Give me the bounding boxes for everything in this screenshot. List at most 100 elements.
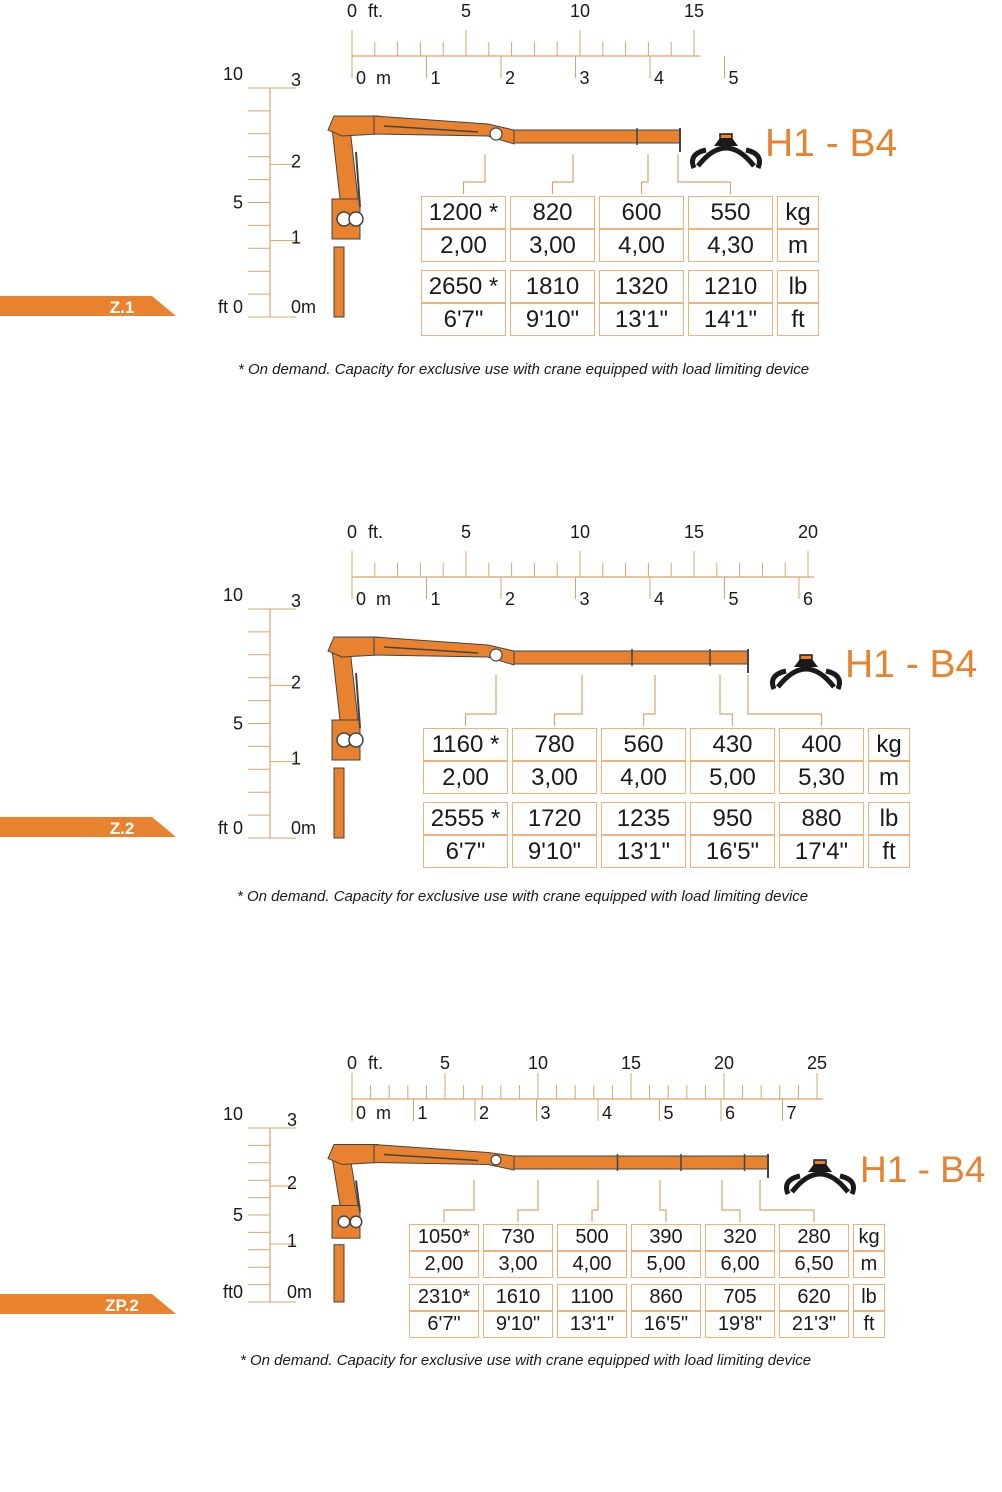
m-tick-label: 3 [541,1103,551,1123]
unit-cell-m: m [868,761,910,794]
m-tick-label: 5 [729,589,739,609]
capacity-cell-m: 4,00 [599,229,684,262]
m-tick-label: 6 [803,589,813,609]
capacity-cell-m: 2,00 [421,229,506,262]
capacity-cell-m: 5,00 [690,761,775,794]
capacity-cell-lb: 880 [779,802,864,835]
model-tag-text: ZP.2 [105,1296,139,1315]
ft-tick-label: 0 [347,1,357,21]
v-ft-tick-label: 5 [233,714,243,734]
capacity-cell-m: 2,00 [423,761,508,794]
ft-tick-label: 15 [684,1,704,21]
m-tick-label: 3 [580,589,590,609]
unit-cell-lb: lb [777,270,819,303]
footnote: * On demand. Capacity for exclusive use … [237,888,809,905]
capacity-cell-kg: 430 [690,728,775,761]
capacity-cell-lb: 705 [705,1284,775,1311]
capacity-cell-ft: 6'7" [421,303,506,336]
unit-cell-kg: kg [853,1224,885,1251]
v-ft-tick-label: ft0 [223,1282,243,1302]
capacity-cell-kg: 600 [599,196,684,229]
v-ft-tick-label: 10 [223,585,243,605]
m-unit-label: m [376,68,391,88]
unit-cell-m: m [853,1251,885,1278]
grapple-icon [770,654,842,690]
model-title: H1 - B4 [845,643,977,686]
ft-tick-label: 0 [347,522,357,542]
unit-cell-kg: kg [777,196,819,229]
ft-tick-label: 20 [798,522,818,542]
capacity-cell-kg: 390 [631,1224,701,1251]
capacity-cell-m: 5,30 [779,761,864,794]
unit-cell-m: m [777,229,819,262]
m-tick-label: 2 [505,68,515,88]
capacity-cell-kg: 320 [705,1224,775,1251]
capacity-cell-ft: 13'1" [557,1311,627,1338]
grapple-icon [784,1159,856,1195]
capacity-cell-kg: 780 [512,728,597,761]
m-tick-label: 4 [602,1103,612,1123]
v-m-tick-label: 3 [287,1110,297,1130]
unit-cell-ft: ft [868,835,910,868]
ft-unit-label: ft. [368,1053,383,1073]
m-tick-label: 5 [664,1103,674,1123]
v-ft-tick-label: ft 0 [218,297,243,317]
v-m-tick-label: 2 [291,151,301,171]
capacity-cell-ft: 14'1" [688,303,773,336]
v-m-tick-label: 1 [291,228,301,248]
grapple-icon [690,133,762,169]
capacity-cell-ft: 9'10" [512,835,597,868]
unit-cell-kg: kg [868,728,910,761]
ft-tick-label: 5 [461,1,471,21]
model-tag: Z.1 [0,296,176,317]
unit-cell-ft: ft [853,1311,885,1338]
ft-tick-label: 10 [570,522,590,542]
v-m-tick-label: 0m [291,297,316,317]
capacity-cell-lb: 1320 [599,270,684,303]
capacity-cell-m: 4,00 [557,1251,627,1278]
model-tag: ZP.2 [0,1294,176,1315]
capacity-cell-ft: 17'4" [779,835,864,868]
ft-tick-label: 10 [570,1,590,21]
ft-unit-label: ft. [368,522,383,542]
m-tick-label: 0 [356,1103,366,1123]
ft-tick-label: 5 [440,1053,450,1073]
capacity-cell-lb: 1100 [557,1284,627,1311]
capacity-cell-m: 3,00 [510,229,595,262]
ft-tick-label: 0 [347,1053,357,1073]
ft-tick-label: 10 [528,1053,548,1073]
m-tick-label: 1 [418,1103,428,1123]
v-m-tick-label: 1 [287,1231,297,1251]
v-m-tick-label: 2 [291,672,301,692]
m-unit-label: m [376,1103,391,1123]
capacity-cell-m: 4,30 [688,229,773,262]
crane-illustration [327,115,681,318]
capacity-cell-lb: 1235 [601,802,686,835]
v-ft-tick-label: 5 [233,1205,243,1225]
capacity-cell-ft: 13'1" [601,835,686,868]
capacity-cell-m: 5,00 [631,1251,701,1278]
reach-leaders [443,1180,815,1222]
capacity-cell-ft: 6'7" [423,835,508,868]
capacity-cell-ft: 19'8" [705,1311,775,1338]
m-tick-label: 6 [725,1103,735,1123]
v-m-tick-label: 0m [291,818,316,838]
m-tick-label: 3 [580,68,590,88]
model-tag-text: Z.2 [110,819,135,838]
capacity-cell-kg: 560 [601,728,686,761]
ft-tick-label: 15 [621,1053,641,1073]
v-ft-tick-label: 10 [223,64,243,84]
capacity-cell-m: 3,00 [483,1251,553,1278]
capacity-cell-ft: 6'7" [409,1311,479,1338]
capacity-cell-lb: 1210 [688,270,773,303]
capacity-cell-ft: 21'3" [779,1311,849,1338]
